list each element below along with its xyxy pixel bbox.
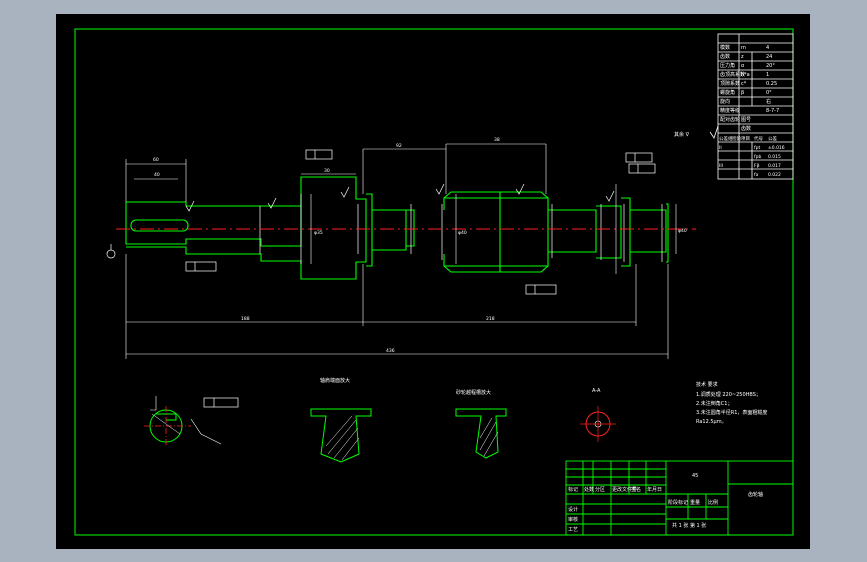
svg-text:Ra12.5μm。: Ra12.5μm。 <box>696 419 727 425</box>
gear-param-cell: 8-7-7 <box>766 108 779 114</box>
dimension-texts: 60 40 92 38 30 188 218 436 φ35 φ40 φ40 <box>153 137 687 354</box>
svg-text:92: 92 <box>396 143 402 149</box>
gear-param-cell: 旋向 <box>720 98 730 105</box>
svg-text:重量: 重量 <box>690 499 700 506</box>
inspection-cell: ±0.016 <box>768 145 785 151</box>
svg-text:工艺: 工艺 <box>568 527 578 533</box>
svg-text:比例: 比例 <box>708 499 718 506</box>
svg-text:φ40: φ40 <box>458 230 467 236</box>
inspection-cell: 检验项目 <box>732 135 750 142</box>
svg-text:阶段标记: 阶段标记 <box>668 499 688 506</box>
svg-text:设计: 设计 <box>568 506 578 513</box>
section-aa <box>580 406 616 442</box>
svg-text:φ40: φ40 <box>678 228 687 234</box>
gear-param-cell: 配对齿轮 <box>720 116 740 123</box>
gear-param-cell: 顶隙系数 <box>720 80 740 87</box>
inspection-cell: 公差组 <box>719 135 733 142</box>
svg-text:更改文件号: 更改文件号 <box>612 486 637 493</box>
gear-param-cell: 右 <box>766 98 771 105</box>
gear-param-cell: β <box>741 90 744 96</box>
svg-text:40: 40 <box>154 172 160 178</box>
svg-text:188: 188 <box>241 316 250 322</box>
svg-text:年月日: 年月日 <box>647 486 662 493</box>
gear-param-cell: 24 <box>766 54 772 60</box>
svg-text:30: 30 <box>324 168 330 174</box>
dimension-lines <box>125 143 677 359</box>
datum-symbol <box>106 244 116 259</box>
svg-text:共 1 张 第 1 张: 共 1 张 第 1 张 <box>672 522 706 529</box>
gear-param-cell: α <box>741 63 745 69</box>
svg-text:1.调质处理 220~250HBS；: 1.调质处理 220~250HBS； <box>696 391 761 398</box>
section-callouts <box>150 396 222 445</box>
inspection-cell: fa <box>754 172 759 178</box>
inspection-cell: Fβ <box>754 163 760 169</box>
svg-text:签名: 签名 <box>631 486 641 493</box>
svg-text:齿轮轴: 齿轮轴 <box>748 491 763 498</box>
inspection-cell: III <box>719 163 723 169</box>
title-block-text: 45 齿轮轴 阶段标记 重量 比例 共 1 张 第 1 张 标记 设计 审核 工… <box>568 473 763 533</box>
inspection-cell: 0.015 <box>768 154 781 160</box>
gear-param-cell: m <box>741 45 746 51</box>
gear-param-cell: 1 <box>766 72 769 78</box>
svg-text:60: 60 <box>153 157 159 163</box>
svg-text:218: 218 <box>486 316 495 322</box>
keyway-section <box>144 406 191 446</box>
gear-param-cell: 0.25 <box>766 81 777 87</box>
roughness-note-text: 其余 ∇ <box>674 131 690 138</box>
svg-text:标记: 标记 <box>568 486 578 493</box>
svg-text:38: 38 <box>494 137 500 143</box>
svg-text:技术 要求: 技术 要求 <box>696 381 718 388</box>
svg-text:φ35: φ35 <box>314 230 323 236</box>
gear-param-cell: 压力角 <box>720 62 735 69</box>
inspection-cell: II <box>719 145 722 151</box>
technical-requirements: 技术 要求 1.调质处理 220~250HBS； 2.未注倒角C1； 3.未注圆… <box>696 381 767 425</box>
gear-param-cell: 齿数 <box>741 125 751 132</box>
inspection-cell: 公差 <box>768 135 777 142</box>
svg-text:审核: 审核 <box>568 516 578 523</box>
detail-view-b <box>455 408 507 459</box>
detail-view-a <box>310 408 372 463</box>
gear-param-cell: 4 <box>766 45 769 51</box>
detail-b-title: 砂轮越程槽放大 <box>456 389 491 396</box>
inspection-cell: 0.022 <box>768 172 781 178</box>
inspection-cell: fpb <box>754 154 761 160</box>
gear-param-cell: h*a <box>741 72 750 78</box>
shaft-inner-lines <box>259 194 663 264</box>
gear-param-cell: 20° <box>766 63 775 69</box>
inspection-cell: fpt <box>754 145 760 151</box>
roughness-symbols <box>185 183 615 212</box>
gear-parameter-table <box>717 33 794 180</box>
inspection-cell: 0.017 <box>768 163 781 169</box>
gear-param-cell: 齿数 <box>720 53 730 60</box>
gear-param-cell: 精度等级 <box>720 107 740 114</box>
outer-frame <box>74 28 794 536</box>
title-block <box>565 460 794 536</box>
detail-a-title: 轴肩端面放大 <box>320 377 350 384</box>
svg-text:处数: 处数 <box>584 486 594 493</box>
inspection-table-text: 公差组检验项目代号公差 II fpt ±0.016 fpb 0.015III Fβ 0.017… <box>719 135 785 178</box>
svg-text:45: 45 <box>692 473 698 479</box>
section-aa-title: A-A <box>592 388 601 394</box>
svg-text:分区: 分区 <box>595 486 605 493</box>
roughness-note <box>709 125 719 139</box>
svg-text:436: 436 <box>386 348 395 354</box>
gear-param-cell: 图号 <box>741 117 751 123</box>
svg-text:2.未注倒角C1；: 2.未注倒角C1； <box>696 400 732 407</box>
gdt-frames <box>185 149 656 408</box>
gear-param-cell: c* <box>741 81 747 87</box>
gear-param-cell: 螺旋角 <box>720 89 735 96</box>
gear-param-cell: 0° <box>766 90 772 96</box>
shaft-outline <box>125 176 669 280</box>
gear-param-cell: z <box>741 54 744 60</box>
gear-param-cell: 齿顶高系数 <box>720 71 745 78</box>
svg-text:3.未注圆角半径R1，表面粗糙度: 3.未注圆角半径R1，表面粗糙度 <box>696 409 767 416</box>
gear-param-cell: 模数 <box>720 44 730 51</box>
inspection-cell: 代号 <box>754 135 763 142</box>
